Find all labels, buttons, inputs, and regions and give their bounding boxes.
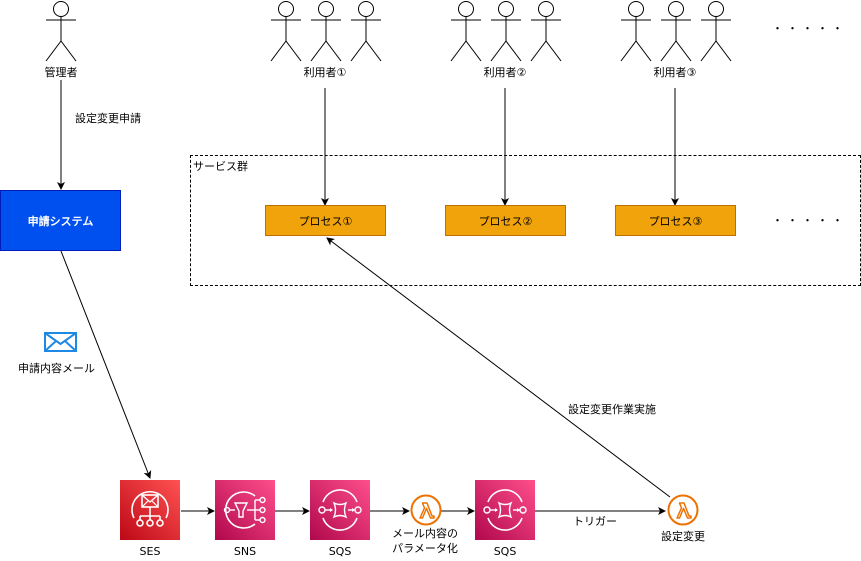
lambda-2-label: 設定変更 (661, 530, 705, 543)
user-group-2-label: 利用者② (483, 66, 527, 79)
application-system-label: 申請システム (27, 214, 94, 228)
admin-actor-icon (45, 1, 77, 62)
process-2-label: プロセス② (478, 214, 533, 228)
sqs-icon[interactable] (310, 480, 370, 540)
lambda-icon[interactable] (410, 494, 442, 526)
user-actor-icon (490, 1, 522, 62)
sns-icon[interactable] (215, 480, 275, 540)
process-3-label: プロセス③ (648, 214, 703, 228)
edge-label-settings-request: 設定変更申請 (75, 112, 141, 125)
user-actor-icon (530, 1, 562, 62)
lambda-1-label-line1: メール内容の (392, 527, 458, 540)
user-actor-icon (450, 1, 482, 62)
more-processes-ellipsis: ・・・・・ (772, 214, 847, 227)
user-actor-icon (620, 1, 652, 62)
edge-label-application-mail: 申請内容メール (18, 362, 95, 375)
edge-label-trigger: トリガー (573, 515, 617, 528)
sns-label: SNS (233, 545, 257, 558)
process-2-node[interactable]: プロセス② (445, 205, 566, 236)
ses-icon[interactable] (120, 480, 180, 540)
service-group-label: サービス群 (193, 160, 248, 173)
lambda-1-label-line2: パラメータ化 (392, 542, 458, 555)
edge-label-execute-settings-change: 設定変更作業実施 (568, 403, 656, 416)
user-group-1-label: 利用者① (303, 66, 347, 79)
user-actor-icon (310, 1, 342, 62)
mail-icon (44, 332, 77, 352)
user-actor-icon (270, 1, 302, 62)
sqs-icon[interactable] (475, 480, 535, 540)
admin-label: 管理者 (44, 66, 78, 79)
sqs-2-label: SQS (493, 545, 517, 558)
edge-lambda2-to-process1 (326, 237, 671, 498)
process-1-label: プロセス① (298, 214, 353, 228)
user-actor-icon (350, 1, 382, 62)
lambda-icon[interactable] (667, 494, 699, 526)
ses-label: SES (139, 545, 161, 558)
user-actor-icon (660, 1, 692, 62)
edge-system-to-ses (60, 250, 152, 479)
more-users-ellipsis: ・・・・・ (772, 22, 847, 35)
process-1-node[interactable]: プロセス① (265, 205, 386, 236)
user-group-3-label: 利用者③ (653, 66, 697, 79)
application-system-node[interactable]: 申請システム (0, 190, 121, 251)
sqs-1-label: SQS (328, 545, 352, 558)
process-3-node[interactable]: プロセス③ (615, 205, 736, 236)
user-actor-icon (700, 1, 732, 62)
